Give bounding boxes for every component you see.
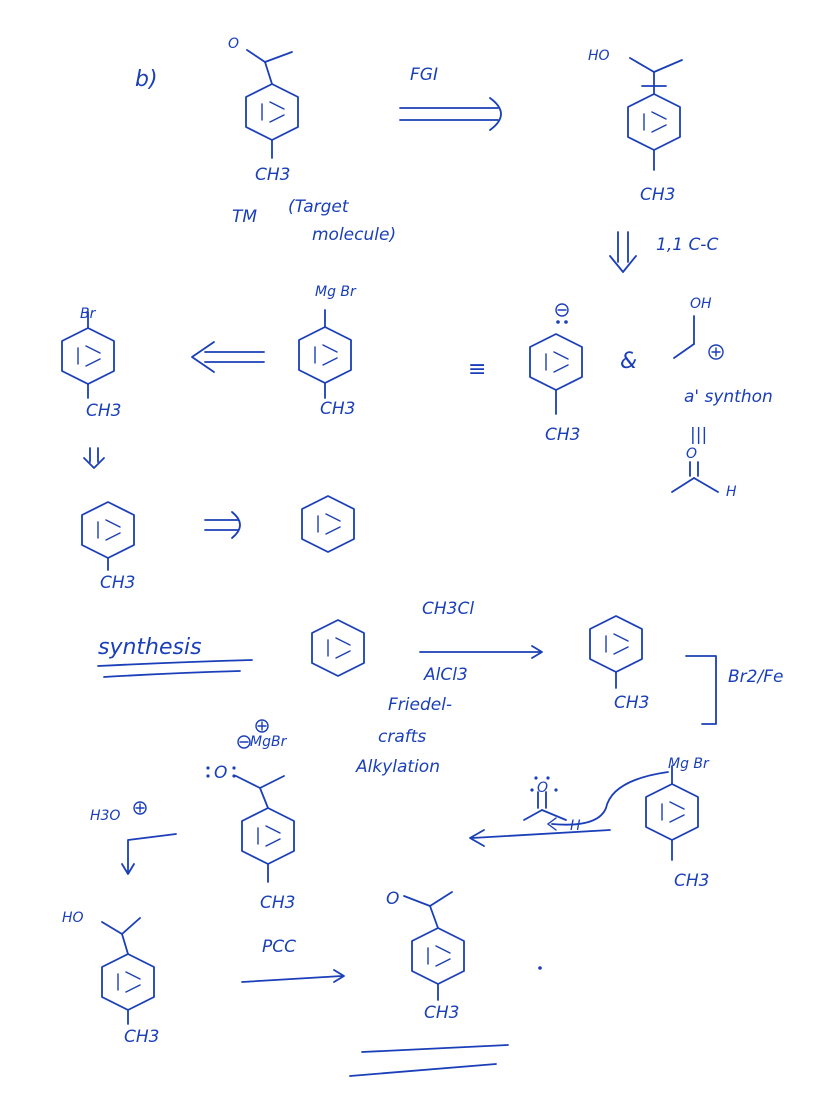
- cation-oh-label: OH: [690, 296, 712, 312]
- final-underline: [349, 1044, 509, 1077]
- reagent-alcl3: AlCl3: [423, 665, 468, 685]
- target-molecule-structure: [245, 49, 299, 159]
- grignard-structure-synthesis: [645, 765, 699, 861]
- stray-dot: [538, 966, 542, 970]
- h3o-plus-charge: [133, 801, 147, 815]
- hydrolysis-arrow: [121, 833, 177, 875]
- acetaldehyde-synthesis-h-label: H: [570, 818, 581, 834]
- toluene-structure-retro: [81, 501, 135, 571]
- benzene-structure-synthesis: [311, 619, 365, 677]
- toluene-structure-synthesis: [589, 615, 643, 689]
- acetaldehyde-synthesis-structure: [523, 776, 567, 821]
- bromination-retro-arrow: [83, 447, 105, 469]
- grignard-methyl-label: CH3: [320, 399, 355, 419]
- tm-methyl-label: CH3: [255, 165, 290, 185]
- part-label: b): [135, 67, 158, 92]
- disconnection-label: 1,1 C-C: [656, 235, 718, 255]
- reaction-name-line2: crafts: [378, 727, 426, 747]
- reaction-name-line1: Friedel-: [388, 695, 452, 715]
- acetaldehyde-structure: [671, 461, 719, 493]
- grignard-retro-arrow: [191, 341, 265, 373]
- alkoxide-mgbr-label: MgBr: [250, 734, 288, 750]
- aryl-bromide-structure: [61, 311, 115, 399]
- fgi-retro-arrow: [399, 97, 502, 131]
- equivalent-triple-bar: |||: [690, 425, 707, 445]
- alcohol-product-structure: [101, 917, 155, 1025]
- fgi-label: FGI: [410, 65, 438, 85]
- final-ketone-structure: [403, 891, 465, 1001]
- tm-label: TM: [232, 207, 257, 227]
- toluene-methyl-label: CH3: [100, 573, 135, 593]
- synthesis-underline: [97, 659, 253, 678]
- grignard-reagent-structure: [298, 309, 352, 399]
- grignard-mgbr-label: Mg Br: [315, 284, 357, 300]
- alcohol-ho-label: HO: [588, 48, 610, 64]
- tm-description-line1: (Target: [288, 197, 350, 217]
- aryl-bromide-methyl-label: CH3: [86, 401, 121, 421]
- disconnection-retro-arrow: [609, 231, 637, 273]
- final-ketone-methyl-label: CH3: [424, 1003, 459, 1023]
- tm-carbonyl-oxygen: O: [228, 36, 239, 52]
- alkoxide-o-label: O: [214, 763, 227, 783]
- and-sign: &: [620, 349, 637, 374]
- synthesis-heading: synthesis: [98, 635, 202, 660]
- final-ketone-o-label: O: [386, 889, 399, 909]
- acetaldehyde-o-label: O: [686, 446, 697, 462]
- reagent-pcc: PCC: [262, 937, 296, 957]
- secondary-alcohol-structure: [627, 57, 683, 171]
- anion-methyl-label: CH3: [545, 425, 580, 445]
- alcohol-product-ho-label: HO: [62, 910, 84, 926]
- cation-synthon-structure: [673, 315, 724, 360]
- alkylation-forward-arrow: [419, 645, 543, 659]
- toluene-synthesis-methyl-label: CH3: [614, 693, 649, 713]
- alcohol-product-methyl-label: CH3: [124, 1027, 159, 1047]
- alkoxide-salt-structure: [206, 719, 295, 883]
- reagent-br2-fe: Br2/Fe: [728, 667, 783, 687]
- alkylation-retro-arrow: [204, 511, 241, 539]
- tm-description-line2: molecule): [312, 225, 396, 245]
- aryl-bromide-br-label: Br: [80, 306, 97, 322]
- equivalence-sign: ≡: [468, 357, 486, 382]
- acetaldehyde-synthesis-o-label: O: [537, 780, 548, 796]
- reagent-ch3cl: CH3Cl: [422, 599, 474, 619]
- synthon-label: a' synthon: [684, 387, 773, 407]
- bromination-bracket: [685, 655, 717, 725]
- oxidation-arrow: [241, 969, 345, 983]
- grignard-addition-arrow: [469, 829, 611, 847]
- grignard-synthesis-methyl-label: CH3: [674, 871, 709, 891]
- aryl-anion-synthon-structure: [529, 303, 583, 415]
- alcohol-methyl-label: CH3: [640, 185, 675, 205]
- reaction-name-line3: Alkylation: [355, 757, 440, 777]
- reagent-h3o: H3O: [90, 808, 120, 824]
- grignard-synthesis-mgbr-label: Mg Br: [668, 756, 710, 772]
- benzene-structure-retro: [301, 495, 355, 553]
- acetaldehyde-h-label: H: [726, 484, 737, 500]
- nucleophilic-attack-arrow: [551, 771, 669, 826]
- alkoxide-methyl-label: CH3: [260, 893, 295, 913]
